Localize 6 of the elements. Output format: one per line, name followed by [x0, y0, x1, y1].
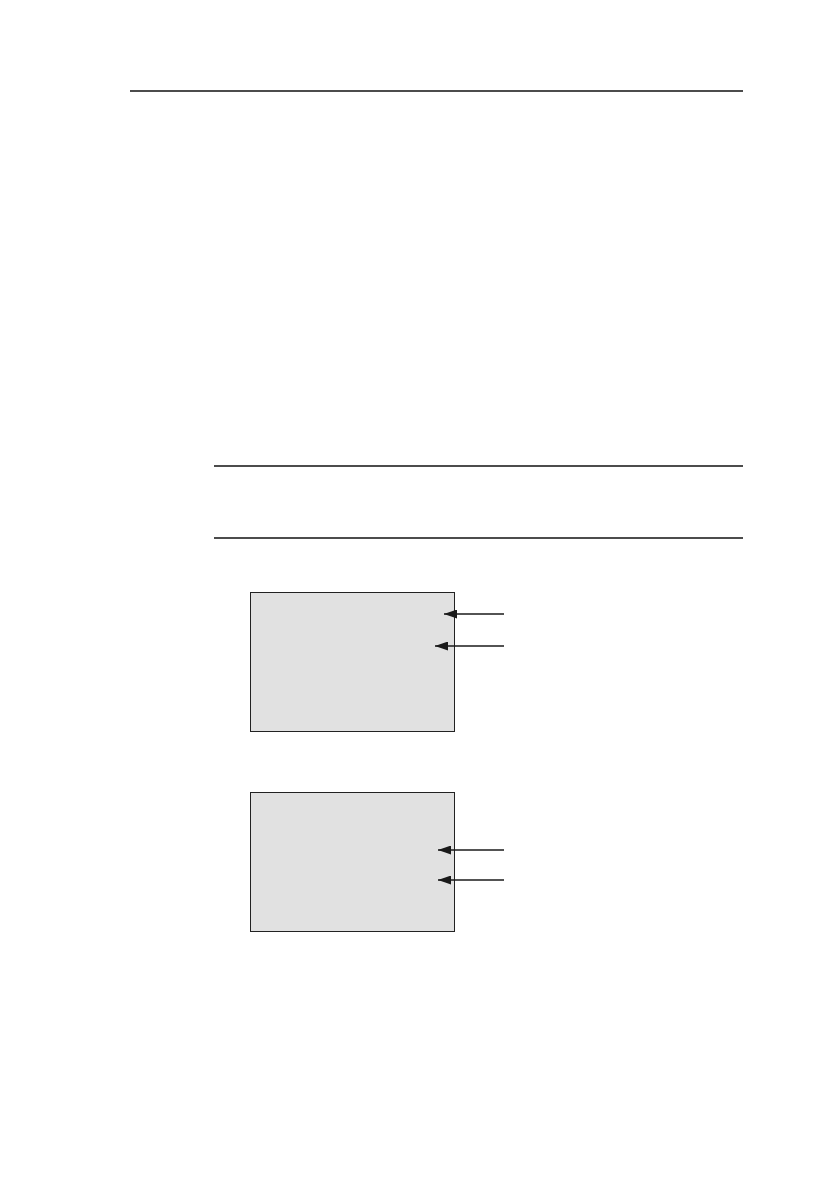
leader-arrow	[437, 875, 505, 885]
display-screen	[250, 592, 455, 732]
leader-arrow	[437, 845, 505, 855]
leader-arrow	[434, 641, 505, 651]
leader-arrow	[443, 609, 505, 619]
display-screen	[250, 792, 455, 932]
